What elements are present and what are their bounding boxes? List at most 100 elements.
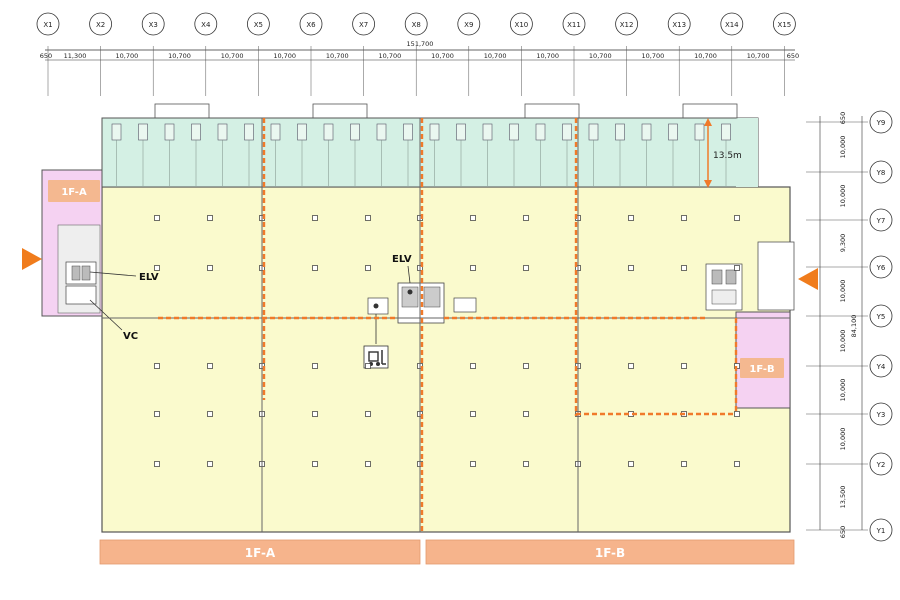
column-marker <box>734 265 740 271</box>
x-span-label: 10,700 <box>431 52 454 60</box>
x-grid-label: X2 <box>96 21 105 29</box>
column-marker <box>312 461 318 467</box>
y-grid-label: Y8 <box>876 169 886 177</box>
y-grid-bubble <box>869 304 893 328</box>
y-grid-label: Y3 <box>876 411 886 419</box>
y-grid-label: Y7 <box>876 217 886 225</box>
column-marker <box>681 265 687 271</box>
column-marker <box>628 265 634 271</box>
y-span-label: 10,000 <box>839 136 847 159</box>
x-grid-label: X10 <box>515 21 529 29</box>
forklift-icon <box>363 345 389 369</box>
y-grid-label: Y2 <box>876 461 886 469</box>
y-span-label: 650 <box>839 526 847 538</box>
column-marker <box>681 215 687 221</box>
column-marker <box>207 363 213 369</box>
x-span-label: 10,700 <box>642 52 665 60</box>
x-grid-bubble <box>89 12 112 36</box>
column-marker <box>154 411 160 417</box>
y-grid-label: Y5 <box>876 313 886 321</box>
berth-dock <box>323 123 334 141</box>
right-office-zone-label: 1F-B <box>749 364 774 375</box>
overall-height-label: 84,100 <box>850 315 858 338</box>
y-grid-label: Y4 <box>876 363 886 371</box>
x-grid-bubble <box>404 12 428 36</box>
x-span-label: 10,700 <box>536 52 559 60</box>
x-grid-label: X12 <box>620 21 634 29</box>
x-grid-bubble <box>36 12 60 36</box>
column-marker <box>734 411 740 417</box>
column-marker <box>312 215 318 221</box>
x-span-label: 650 <box>40 52 52 60</box>
x-grid-label: X9 <box>464 21 473 29</box>
x-span-label: 10,700 <box>747 52 770 60</box>
x-grid-bubble <box>352 12 376 36</box>
column-marker <box>523 265 529 271</box>
y-grid-label: Y1 <box>876 527 886 535</box>
x-grid-label: X11 <box>567 21 581 29</box>
berth-dock <box>721 123 731 141</box>
x-grid-bubble <box>562 12 586 36</box>
center-elevator-label: ELV <box>392 254 412 265</box>
berth-dock <box>509 123 519 141</box>
zone-bars: 1F-A 1F-B <box>99 539 795 565</box>
x-grid-bubble <box>667 12 691 36</box>
warehouse-floor <box>101 186 791 533</box>
zone-bar-left-label: 1F-A <box>245 546 276 560</box>
x-span-label: 10,700 <box>326 52 349 60</box>
column-marker <box>312 411 318 417</box>
column-marker <box>154 363 160 369</box>
building: 13.5m 1F-A ELV VC 1F-B <box>22 103 818 533</box>
y-span-label: 650 <box>839 112 847 124</box>
berth-dock <box>111 123 122 141</box>
column-marker <box>207 215 213 221</box>
berth-dock <box>694 123 705 141</box>
berth-dock <box>350 123 360 141</box>
column-marker <box>207 265 213 271</box>
right-core-block <box>757 241 795 311</box>
column-marker <box>470 461 476 467</box>
berth-dock <box>588 123 599 141</box>
x-span-label: 10,700 <box>116 52 139 60</box>
column-marker <box>154 215 160 221</box>
vc-label: VC <box>123 331 138 342</box>
x-grid-label: X6 <box>306 21 316 29</box>
berth-dock <box>164 123 175 141</box>
column-marker <box>312 363 318 369</box>
x-span-label: 10,700 <box>694 52 717 60</box>
y-span-label: 10,000 <box>839 185 847 208</box>
berth-dock <box>562 123 572 141</box>
y-span-label: 10,000 <box>839 428 847 451</box>
x-grid-bubble <box>457 12 481 36</box>
y-span-label: 10,000 <box>839 280 847 303</box>
x-grid-bubble <box>246 12 270 36</box>
column-marker <box>470 411 476 417</box>
column-marker <box>207 461 213 467</box>
right-dimension: 84,100 65010,00010,0009,30010,00010,0001… <box>819 112 863 538</box>
column-marker <box>470 363 476 369</box>
x-grid-label: X4 <box>201 21 211 29</box>
zone-bar-right <box>425 539 795 565</box>
canopy-depth-marker: 13.5m <box>704 118 742 188</box>
x-grid-bubble <box>299 12 323 36</box>
y-span-labels: 65010,00010,0009,30010,00010,00010,00010… <box>839 112 847 538</box>
canopy-depth-label: 13.5m <box>713 151 742 161</box>
column-marker <box>523 411 529 417</box>
y-grid-bubble <box>869 452 893 476</box>
y-grid-bubble <box>869 518 893 542</box>
x-span-label: 10,700 <box>589 52 612 60</box>
berth-dock <box>270 123 281 141</box>
x-grid-bubble <box>194 12 218 36</box>
partition-lines <box>158 118 738 532</box>
x-span-label: 10,700 <box>221 52 244 60</box>
x-span-label: 10,700 <box>273 52 296 60</box>
berth-dock <box>297 123 307 141</box>
column-marker <box>681 363 687 369</box>
x-grid-label: X1 <box>43 21 52 29</box>
x-grid-label: X3 <box>149 21 158 29</box>
berth-dock <box>429 123 440 141</box>
column-marker <box>681 461 687 467</box>
